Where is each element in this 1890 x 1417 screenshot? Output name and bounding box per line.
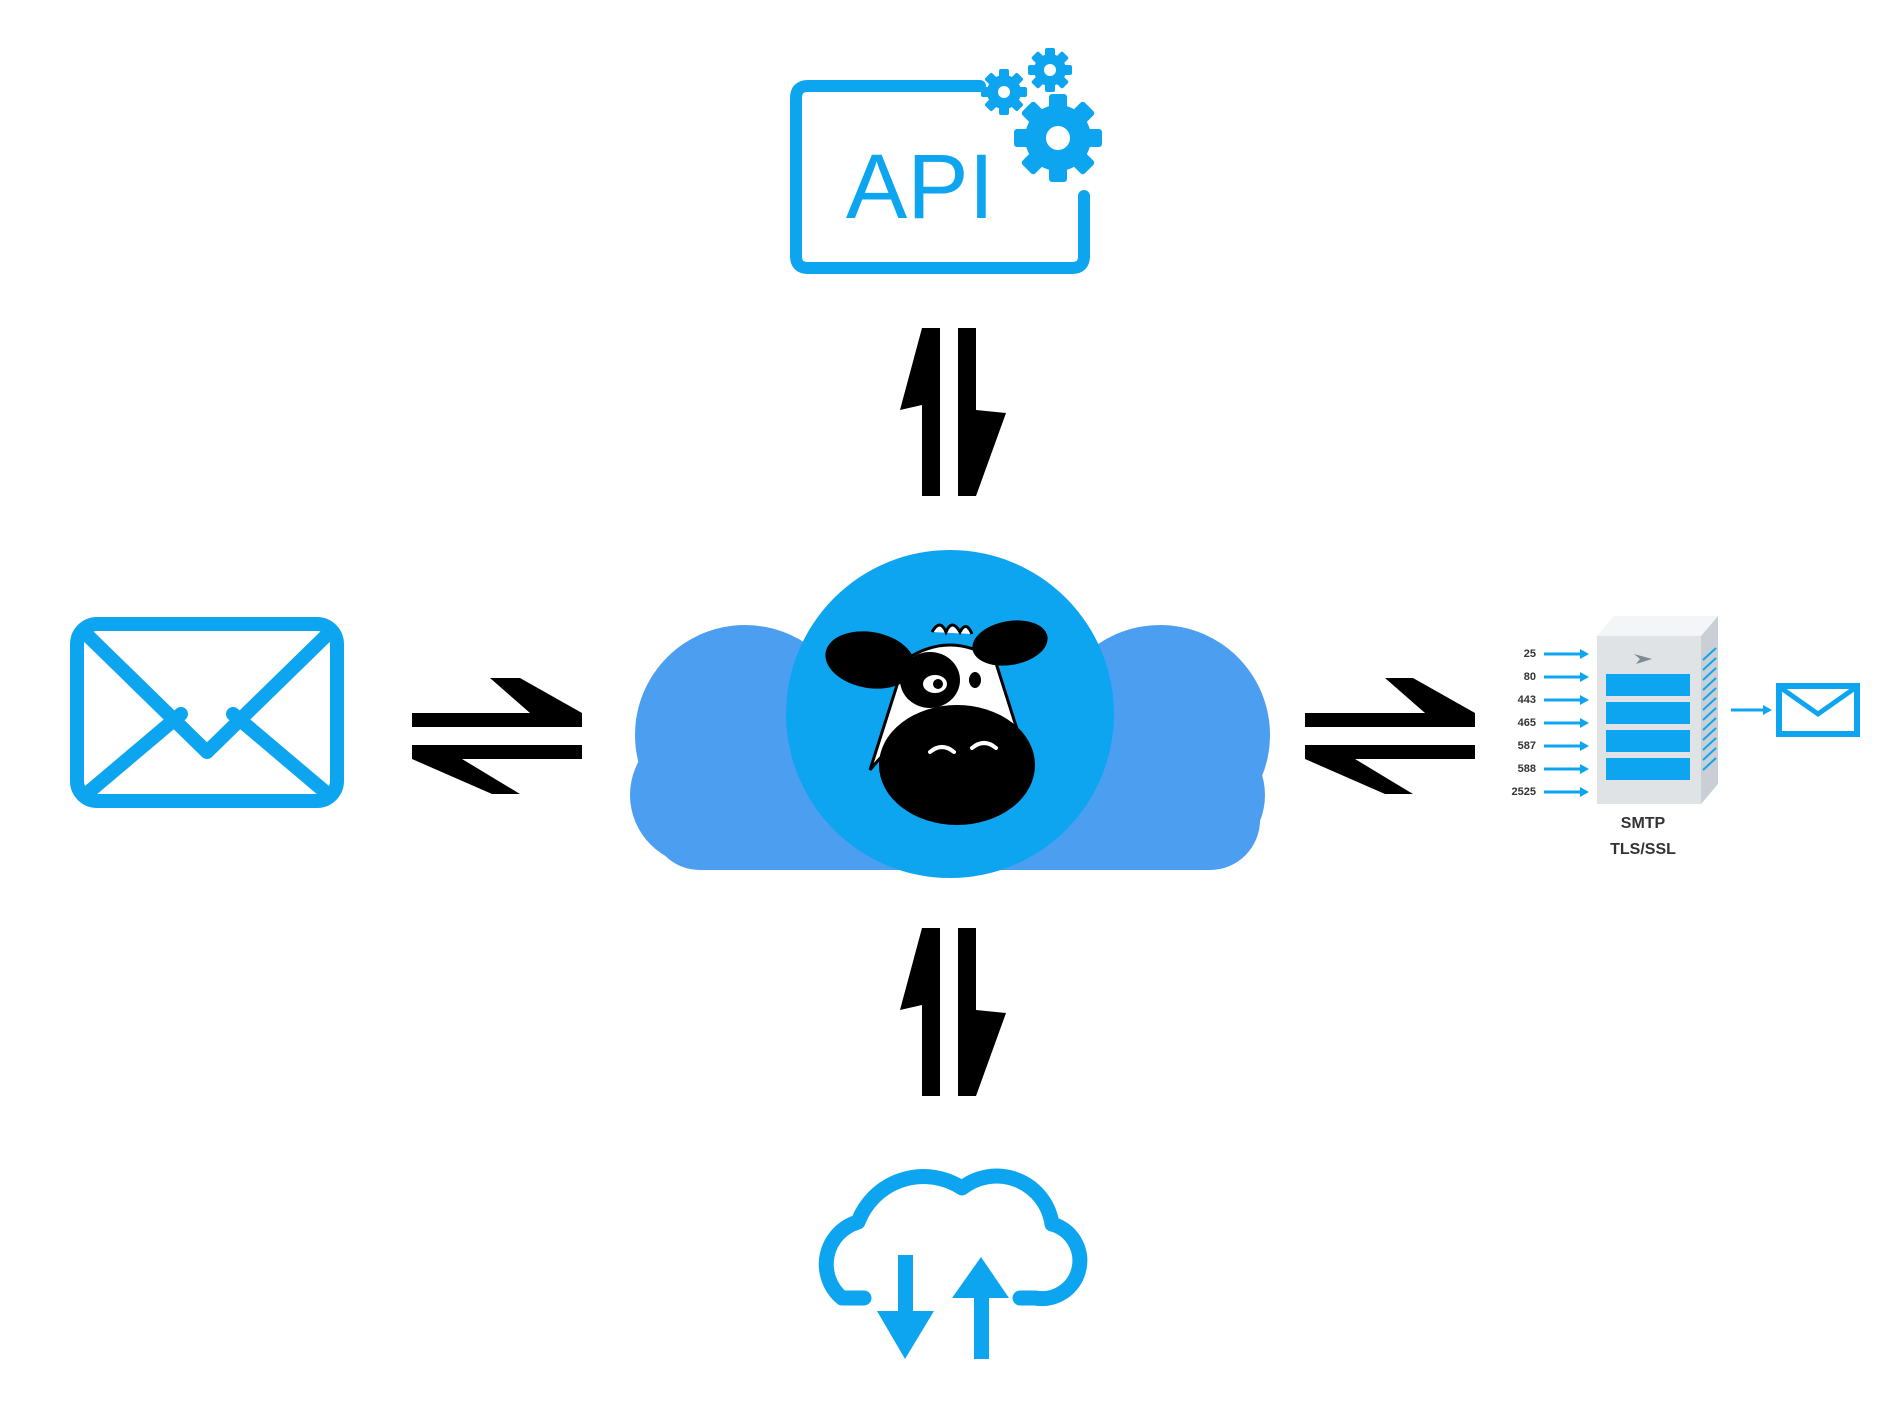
api-node: API <box>790 48 1102 274</box>
port-label: 80 <box>1524 671 1536 683</box>
api-label: API <box>846 136 994 238</box>
large-gear-icon <box>1014 94 1102 182</box>
right-bidirectional-arrow <box>1305 678 1475 794</box>
hub-node <box>630 550 1270 878</box>
port-item: 465 <box>1518 717 1589 729</box>
port-item: 25 <box>1524 648 1589 660</box>
port-label: 587 <box>1518 740 1536 752</box>
smtp-port-list: 25 80 443 465 587 <box>1512 648 1589 798</box>
envelope-icon <box>70 617 344 808</box>
port-label: 465 <box>1518 717 1536 729</box>
port-label: 25 <box>1524 648 1536 660</box>
email-node <box>70 617 344 808</box>
smtp-server-icon <box>1597 616 1718 804</box>
small-gear-icon <box>1028 48 1072 92</box>
port-item: 2525 <box>1512 786 1589 798</box>
left-bidirectional-arrow <box>412 678 582 794</box>
bottom-bidirectional-arrow <box>900 928 1006 1096</box>
port-label: 2525 <box>1512 786 1536 798</box>
port-item: 443 <box>1518 694 1589 706</box>
port-label: 443 <box>1518 694 1536 706</box>
smtp-subtitle: TLS/SSL <box>1610 841 1676 858</box>
cow-face-icon <box>825 620 1048 825</box>
port-label: 588 <box>1518 763 1536 775</box>
smtp-title: SMTP <box>1621 815 1666 832</box>
small-gear-icon <box>981 69 1027 115</box>
api-gear-icon <box>790 48 1102 274</box>
cow-cloud-logo <box>630 550 1270 878</box>
port-item: 80 <box>1524 671 1589 683</box>
download-arrow-icon <box>877 1255 934 1359</box>
smtp-node: 25 80 443 465 587 <box>1512 616 1860 858</box>
cloud-upload-download-icon <box>818 1168 1088 1359</box>
port-item: 588 <box>1518 763 1589 775</box>
cloud-transfer-node <box>818 1168 1088 1359</box>
top-bidirectional-arrow <box>900 328 1006 496</box>
upload-arrow-icon <box>952 1257 1009 1359</box>
small-envelope-icon <box>1776 683 1860 737</box>
outgoing-arrow <box>1731 705 1772 715</box>
port-item: 587 <box>1518 740 1589 752</box>
